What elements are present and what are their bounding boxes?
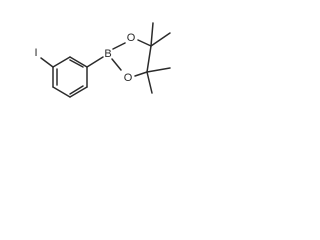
bond-c-boron [86,56,104,68]
dioxaborolane-ring [111,39,152,77]
chemical-structure-diagram: I B O O [34,22,171,98]
bond-oxygen-upper-c4 [137,39,152,47]
ring-bond-c4-c5 [52,86,71,98]
atom-label-boron: B [104,48,111,60]
ring-double-bond-c1-c2 [69,59,84,68]
methyl-groups [146,22,171,94]
atom-label-oxygen-lower: O [124,72,133,84]
atom-label-oxygen-upper: O [127,32,136,44]
ring-double-bond-c5-c6 [69,85,84,95]
methyl-c5-down [146,71,153,94]
benzene-ring [52,56,88,98]
atom-label-iodine: I [34,47,37,59]
bond-c-iodine [40,57,54,68]
methyl-c4-up [150,22,154,47]
bond-c4-c5 [146,45,152,73]
ring-bond-c1-c2 [69,56,88,68]
bond-boron-oxygen-lower [111,58,122,71]
ring-bond-c2-c3 [52,56,71,68]
bond-oxygen-lower-c5 [134,71,148,77]
methyl-c4-right [150,32,171,47]
ring-bond-c5-c6 [69,86,88,98]
methyl-c5-right [146,67,171,73]
bond-boron-oxygen-upper [112,42,126,50]
